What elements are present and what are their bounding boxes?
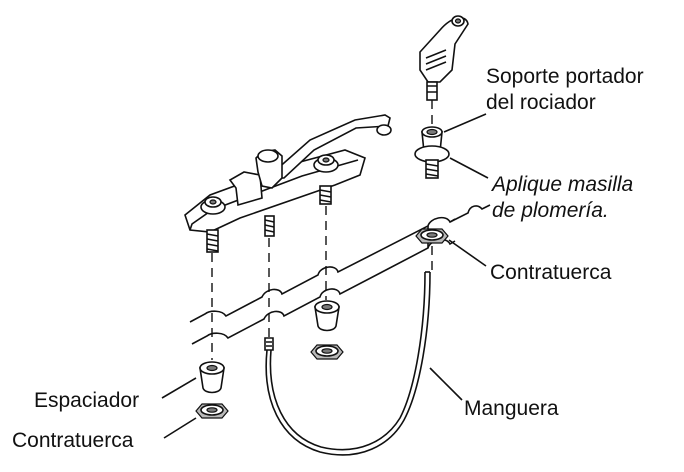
locknut-right-label: Contratuerca bbox=[490, 261, 612, 284]
faucet-body bbox=[184, 114, 392, 253]
sprayer-head bbox=[419, 15, 469, 101]
sprayer-holder bbox=[414, 126, 450, 179]
right-handle bbox=[313, 154, 339, 173]
locknut-right bbox=[415, 228, 449, 244]
alignment-lines bbox=[211, 100, 433, 360]
spacer-label: Espaciador bbox=[34, 389, 140, 412]
left-handle bbox=[200, 196, 226, 215]
leader-lines bbox=[161, 113, 489, 439]
sprayer-holder-label: Soporte portador del rociador bbox=[486, 64, 644, 116]
sink-deck bbox=[189, 204, 491, 345]
locknut-left bbox=[195, 403, 229, 419]
spacer-center bbox=[314, 300, 340, 332]
hose-label: Manguera bbox=[464, 397, 559, 420]
center-shank bbox=[264, 215, 275, 237]
right-shank bbox=[319, 185, 332, 205]
spacer-left bbox=[199, 361, 225, 394]
left-shank bbox=[206, 229, 219, 253]
sprayer-holder-label-line2: del rociador bbox=[486, 91, 596, 114]
locknut-center bbox=[310, 344, 344, 360]
putty-label-line2: de plomería. bbox=[492, 199, 609, 222]
locknut-left-label: Contratuerca bbox=[12, 429, 134, 452]
putty-instruction-label: Aplique masilla de plomería. bbox=[492, 172, 633, 224]
sprayer-holder-label-line1: Soporte portador bbox=[486, 65, 644, 88]
hose bbox=[264, 271, 431, 456]
putty-label-line1: Aplique masilla bbox=[492, 173, 634, 196]
